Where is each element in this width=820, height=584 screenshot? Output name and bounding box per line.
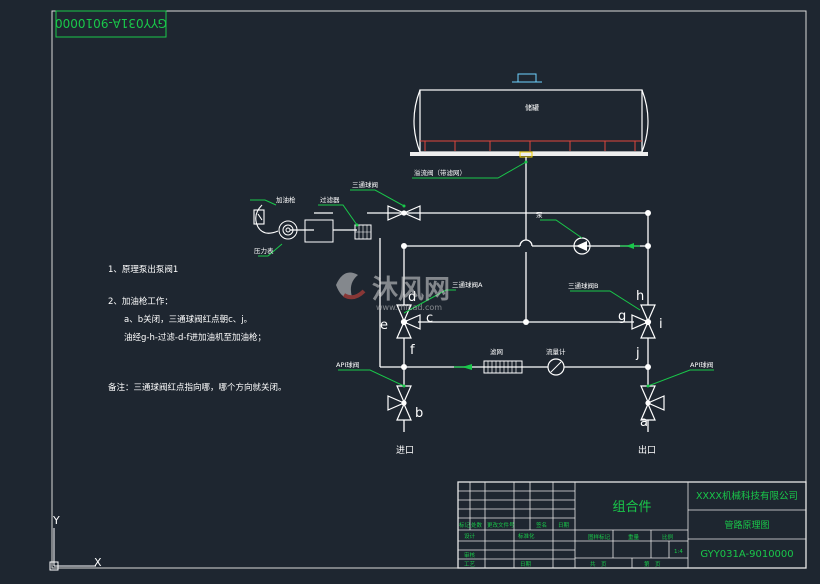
callout-nozzle: 加油枪 [276,195,296,204]
tb-row-review: 审核 [464,551,476,559]
tb-weight: 重量 [628,533,640,541]
port-letter-i: i [659,317,663,332]
tb-company: XXXX机械科技有限公司 [696,490,798,502]
tb-col-count: 处数 [471,521,483,529]
flowmeter-icon[interactable] [547,358,565,376]
notes-block: 1、原理泵出泵阀1 2、加油枪工作： a、b关闭，三通球阀红点朝c、j。 油经g… [108,264,287,393]
tb-scale: 1:4 [674,549,683,555]
note-2b: 油经g-h-过滤-d-f进加油机至加油枪； [124,332,266,343]
manhole-icon [517,73,537,83]
note-1: 1、原理泵出泵阀1 [108,264,178,275]
api-valve-left[interactable] [387,385,412,421]
port-letter-b: b [415,406,423,421]
callout-filter: 过滤器 [320,195,340,204]
ball-valve-top[interactable] [387,205,421,221]
three-way-valve-b[interactable] [631,304,656,339]
tb-col-date: 日期 [558,522,570,529]
drawing-number-box [55,10,167,38]
port-letter-g: g [618,309,626,324]
callout-overflow-valve: 溢流阀（带滤网） [414,168,466,177]
pipe-junctions [401,210,651,370]
callout-api-valve-left: API球阀 [336,360,359,369]
pump-motor-box[interactable] [304,219,334,243]
callout-three-way-valve-b: 三通球阀B [568,281,598,290]
drawing-number-mirrored: GYY031A-9010000 [55,16,167,30]
note-2: 2、加油枪工作： [108,296,173,307]
callout-arrowheads [355,160,650,388]
drawing-number-mirrored-text: GYY031A-9010000 [55,16,167,30]
ucs-y-label: Y [52,514,60,527]
port-letter-j: j [635,346,640,361]
port-letter-a: a [640,415,648,430]
tb-drawing-number: GYY031A-9010000 [700,549,793,560]
tb-date: 日期 [520,561,532,568]
outlet-label: 出口 [638,444,656,456]
port-letter-c: c [426,311,433,326]
port-letter-f: f [410,343,415,358]
title-block: 标记 处数 更改文件号 签名 日期 设计 审核 工艺 标准化 日期 图样标记 重… [457,481,807,569]
ucs-x-label: X [94,556,102,569]
tb-assembly: 组合件 [612,500,651,515]
tb-sheets: 共 页 [590,560,607,568]
tb-sheet: 第 页 [644,560,661,568]
inlet-label: 进口 [396,445,414,456]
ucs-icon: Y X [49,514,102,571]
tb-col-sign: 签名 [536,521,547,529]
callout-three-way-valve-top: 三通球阀 [352,180,378,189]
callout-leaders [250,161,714,387]
tb-drawing-name: 管路原理图 [724,519,769,531]
tb-standardization: 标准化 [518,532,535,540]
tb-stage: 图样标记 [588,533,611,541]
note-3: 备注：三通球阀红点指向哪，哪个方向就关闭。 [108,382,287,393]
tb-row-process: 工艺 [464,561,476,568]
callout-three-way-valve-a: 三通球阀A [452,280,483,289]
tb-col-mark: 标记 [459,521,471,529]
tank-skid [410,152,648,156]
callout-flowmeter: 流量计 [546,347,566,356]
strainer-icon[interactable] [483,360,523,374]
storage-tank[interactable]: 储罐 [410,73,649,158]
watermark: 沐风网 www.mfcad.com [336,272,450,312]
three-way-valve-a[interactable] [396,304,421,339]
pressure-gauge-icon[interactable] [278,220,298,240]
watermark-brand: 沐风网 [372,275,450,305]
tb-ratio: 比例 [662,533,674,541]
callout-pump: 泵 [536,211,543,219]
callout-strainer: 滤网 [490,347,503,356]
fuel-nozzle-icon[interactable] [253,204,279,234]
port-letter-h: h [636,289,644,304]
callout-api-valve-right: API球阀 [690,360,713,369]
tank-saddles [424,141,636,151]
tb-col-change-doc: 更改文件号 [487,521,515,529]
watermark-url: www.mfcad.com [376,303,442,312]
tank-label: 储罐 [525,103,539,112]
port-letter-e: e [380,318,388,333]
port-letter-d: d [408,290,416,305]
tb-row-design: 设计 [464,532,476,540]
note-2a: a、b关闭，三通球阀红点朝c、j。 [124,314,252,325]
drawing-frame [51,10,807,569]
callout-gauge: 压力表 [254,246,274,255]
